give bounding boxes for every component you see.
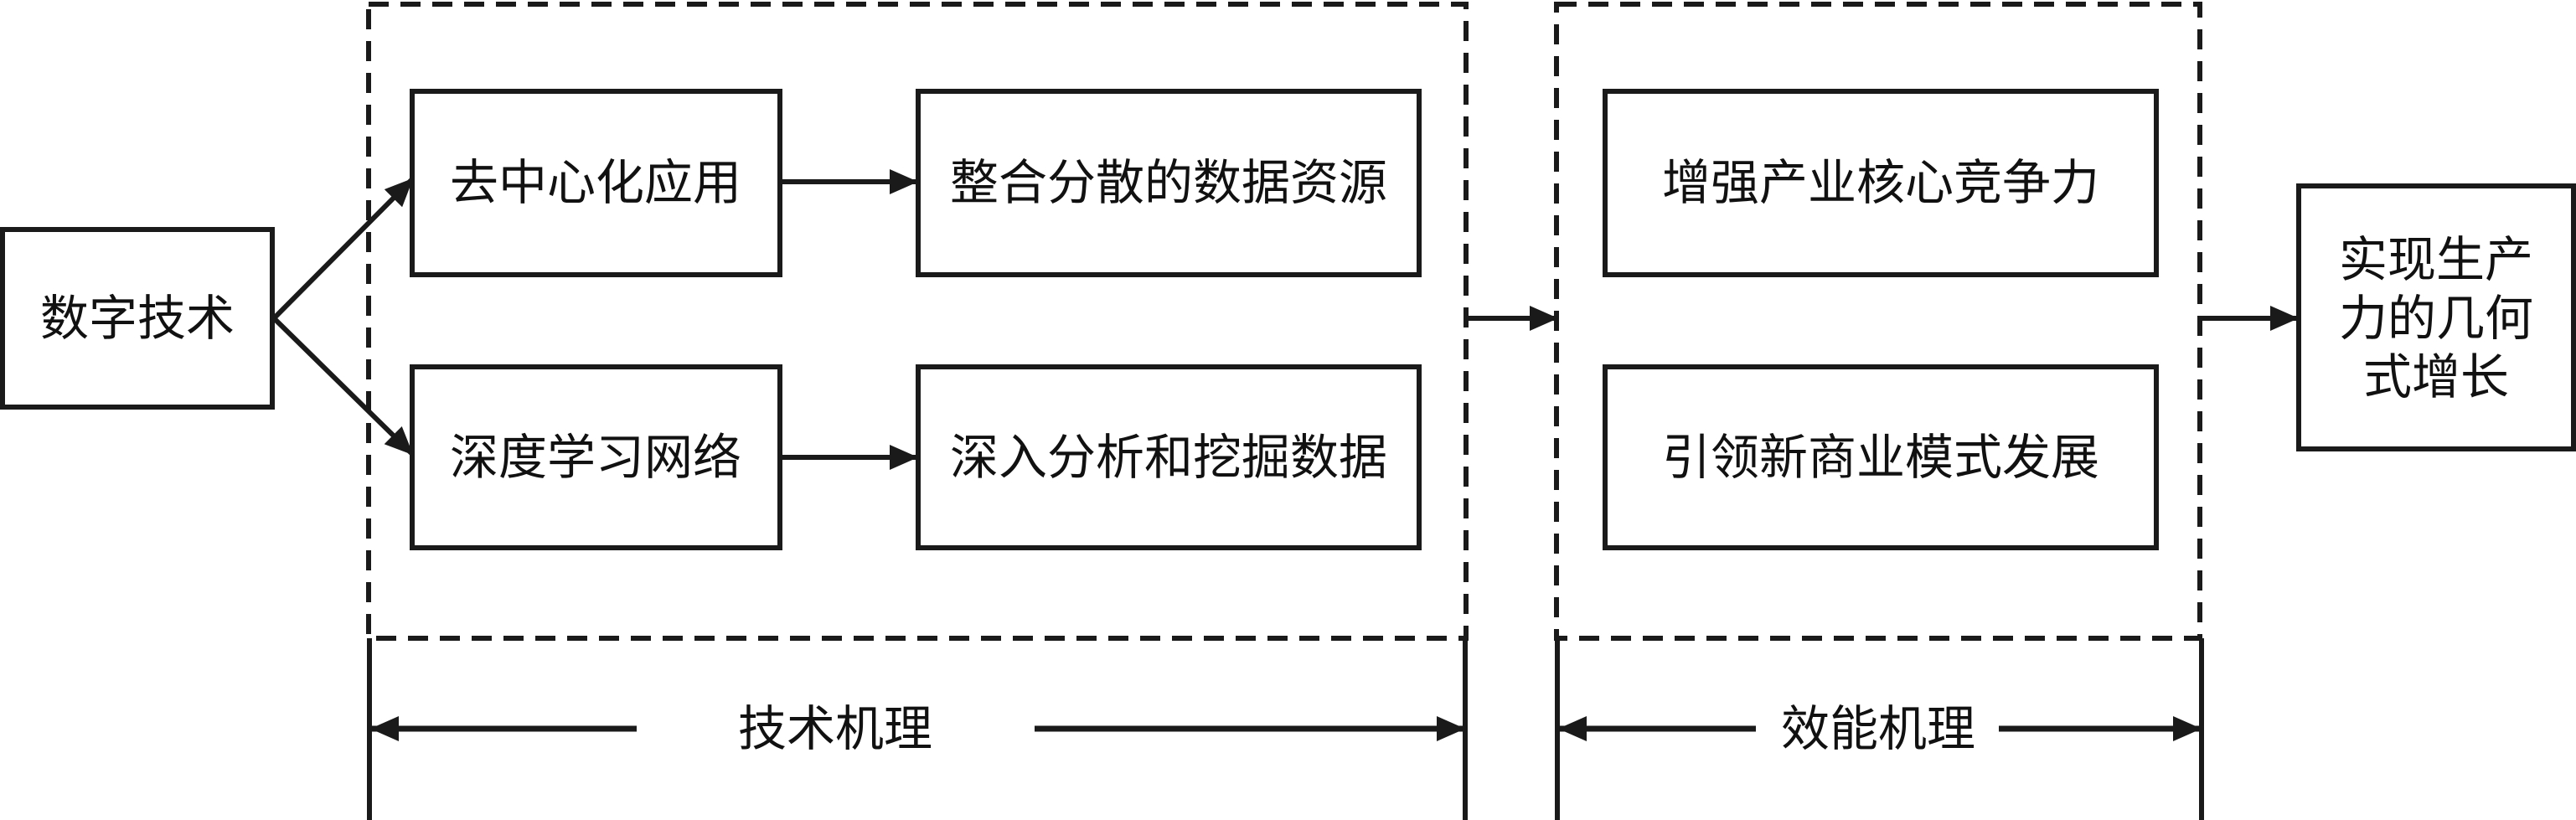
tech-mechanism-group [366,2,1469,641]
box-core-competitiveness-label: 增强产业核心竞争力 [1662,154,2099,211]
box-new-business-models-label: 引领新商业模式发展 [1662,429,2099,486]
outcome-line-1: 实现生产 [2339,231,2533,288]
source-box [0,227,275,410]
box-core-competitiveness [1603,89,2159,277]
box-integrate-data [916,89,1422,277]
effect-mechanism-label: 效能机理 [1781,700,1975,757]
arrow-to-decentralized [271,177,415,321]
arrow-to-deep-learning [271,316,415,456]
outcome-line-2: 力的几何 [2339,290,2533,347]
box-new-business-models [1603,364,2159,550]
source-label: 数字技术 [40,290,235,347]
outcome-box [2296,183,2576,451]
outcome-line-3: 式增长 [2363,348,2509,405]
box-analyze-data-label: 深入分析和挖掘数据 [950,429,1387,486]
box-deep-learning-label: 深度学习网络 [450,429,741,486]
box-analyze-data [916,364,1422,550]
box-decentralized-apps [410,89,782,277]
box-integrate-data-label: 整合分散的数据资源 [950,154,1387,211]
box-decentralized-apps-label: 去中心化应用 [450,154,741,211]
box-deep-learning [410,364,782,550]
tech-mechanism-label: 技术机理 [738,700,932,757]
